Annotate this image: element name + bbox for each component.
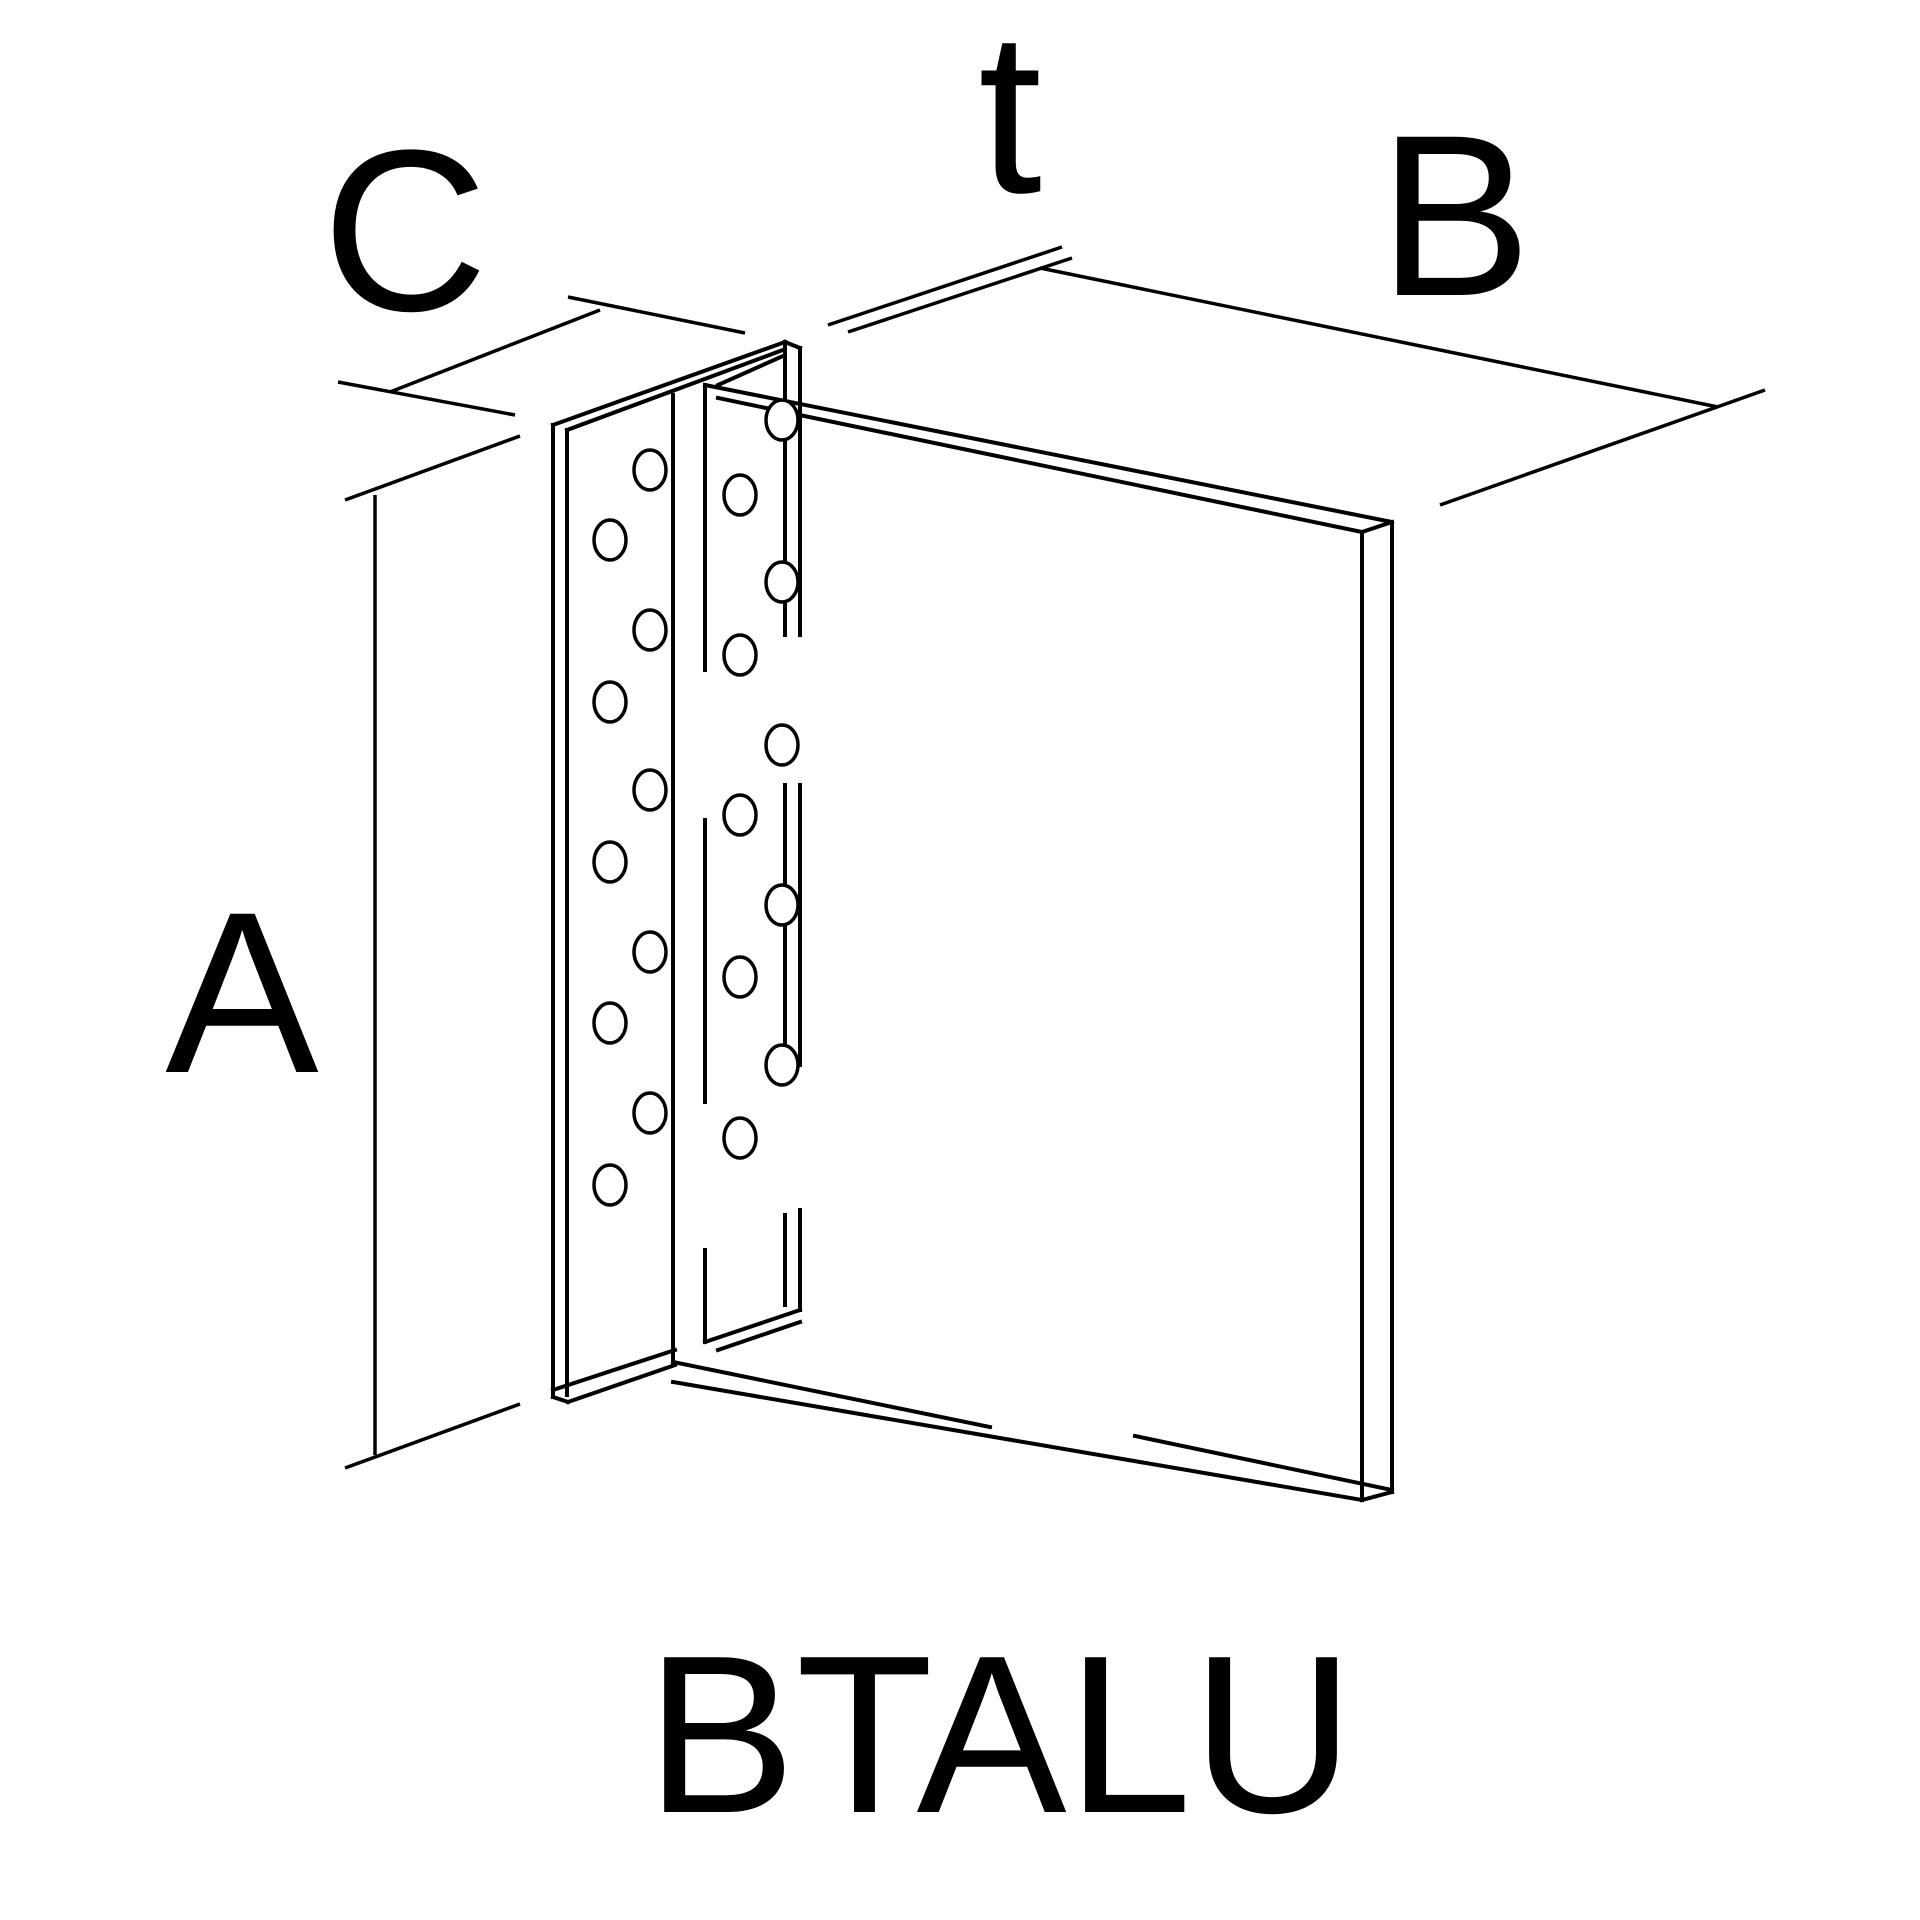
hole: [764, 723, 800, 767]
hole: [592, 1001, 628, 1045]
hole: [722, 1116, 758, 1160]
hole: [592, 518, 628, 562]
label-a: A: [165, 864, 318, 1121]
dim-b-extension: [1439, 388, 1766, 507]
dim-t-line-1: [827, 245, 1063, 327]
dim-c-line: [389, 308, 601, 394]
hole: [632, 448, 668, 492]
dim-c-extension-left: [337, 380, 516, 417]
hole: [632, 1091, 668, 1135]
hole: [722, 473, 758, 517]
short-flange-plate: [550, 339, 788, 1405]
hole: [722, 955, 758, 999]
label-t: t: [978, 0, 1042, 241]
hole: [764, 1043, 800, 1087]
dim-a-extension-top: [344, 434, 521, 502]
dimension-lines: [337, 245, 1766, 1470]
holes-long-leg: [722, 398, 800, 1160]
long-leg-plate: [670, 382, 1395, 1503]
hole: [722, 633, 758, 677]
hole: [722, 793, 758, 837]
label-b: B: [1378, 87, 1531, 344]
dim-c-extension-right: [567, 295, 746, 335]
hole: [632, 930, 668, 974]
label-c: C: [322, 102, 488, 359]
hole: [764, 560, 800, 604]
hole: [632, 608, 668, 652]
hole: [764, 398, 800, 442]
product-name: BTALU: [646, 1608, 1355, 1860]
hole: [592, 680, 628, 724]
dim-t-line-2: [847, 256, 1073, 334]
holes-front-flange: [592, 448, 668, 1207]
dim-a-extension-bottom: [344, 1402, 521, 1470]
hole: [764, 883, 800, 927]
hole: [592, 840, 628, 884]
dim-b-line: [1039, 266, 1719, 409]
hole: [592, 1163, 628, 1207]
hole: [632, 768, 668, 812]
